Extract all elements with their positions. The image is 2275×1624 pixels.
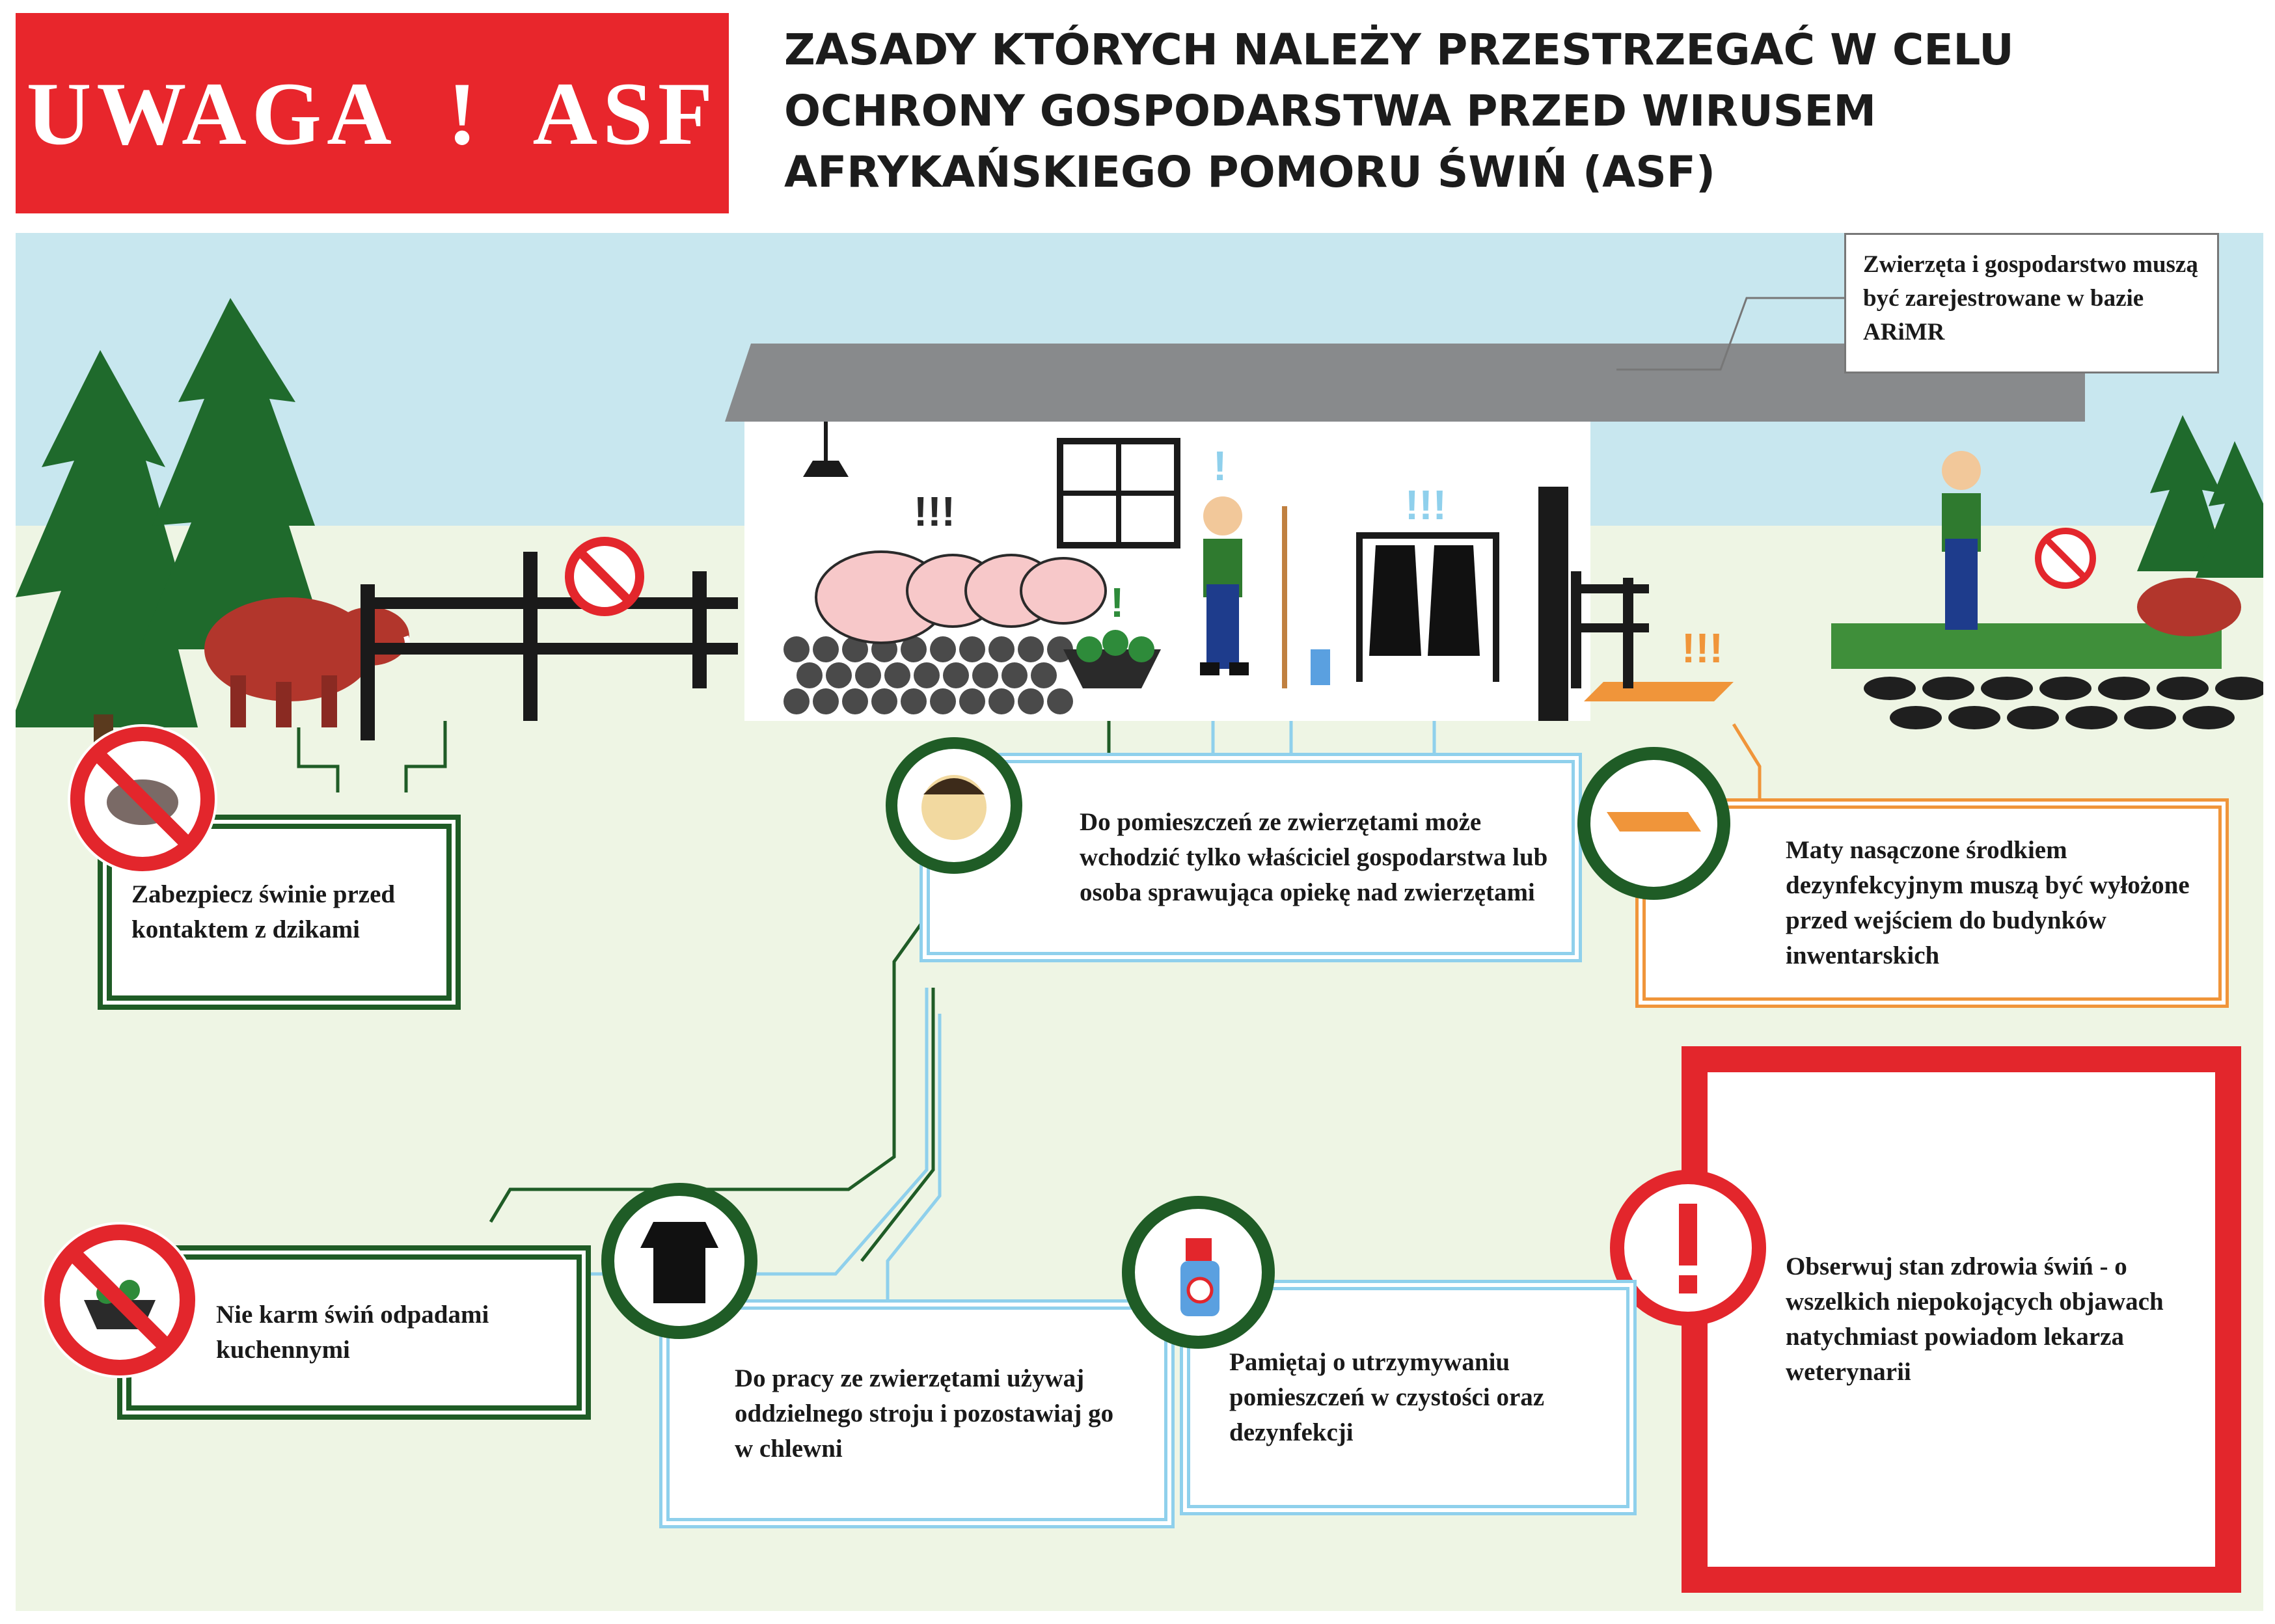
no-kitchen-waste-icon	[42, 1222, 198, 1378]
farmer-mark: !	[1213, 442, 1227, 489]
pigs	[815, 550, 1107, 644]
rule-mats-text: Maty nasączone środkiem dezynfekcyjnym m…	[1786, 836, 2190, 969]
no-entry-sign-fence	[565, 537, 644, 616]
mat-mark: !!!	[1682, 625, 1723, 671]
clothes-rack	[1356, 532, 1499, 682]
apron-icon	[601, 1183, 757, 1339]
registration-text: Zwierzęta i gospodarstwo muszą być zarej…	[1863, 251, 2198, 345]
farm-scene: !!! ! ! !!! !!! Zwierzęta i gospodarstwo…	[16, 233, 2263, 1611]
registration-callout: Zwierzęta i gospodarstwo muszą być zarej…	[1844, 233, 2219, 373]
rule-cleanliness: Pamiętaj o utrzymywaniu pomieszczeń w cz…	[1187, 1287, 1629, 1508]
rule-kitchen-waste: Nie karm świń odpadami kuchennymi	[126, 1254, 582, 1411]
no-wild-boar-icon	[68, 724, 217, 874]
worker-face-icon	[886, 737, 1022, 874]
disinfection-mat	[1584, 682, 1734, 701]
rule-wild-boars-text: Zabezpiecz świnie przed kontaktem z dzik…	[131, 880, 396, 943]
rule-mats: Maty nasączone środkiem dezynfekcyjnym m…	[1642, 805, 2222, 1001]
exclamation-icon	[1610, 1170, 1766, 1326]
rule-clothing: Do pracy ze zwierzętami używaj oddzielne…	[666, 1306, 1167, 1521]
feed-mark: !	[1110, 579, 1124, 626]
right-side-scene	[1831, 415, 2263, 729]
clothes-mark: !!!	[1405, 481, 1447, 528]
rule-clothing-text: Do pracy ze zwierzętami używaj oddzielne…	[735, 1364, 1114, 1463]
farm-building	[725, 344, 2085, 721]
rule-health-text: Obserwuj stan zdrowia świń - o wszelkich…	[1786, 1252, 2164, 1386]
rule-health: Obserwuj stan zdrowia świń - o wszelkich…	[1682, 1046, 2241, 1593]
pine-trees-left	[16, 298, 328, 753]
fence-left	[361, 552, 738, 740]
disinfectant-spray-icon	[1122, 1196, 1275, 1349]
farmer-figure	[1200, 496, 1249, 675]
wild-boar-left	[204, 597, 410, 727]
pigs-mark: !!!	[914, 488, 955, 535]
rule-access: Do pomieszczeń ze zwierzętami może wchod…	[927, 760, 1575, 955]
page-title: ZASADY KTÓRYCH NALEŻY PRZESTRZEGAĆ W CEL…	[784, 25, 2014, 197]
title-banner: UWAGA ! ASF	[16, 13, 729, 213]
rule-kitchen-waste-text: Nie karm świń odpadami kuchennymi	[216, 1301, 489, 1364]
rule-cleanliness-text: Pamiętaj o utrzymywaniu pomieszczeń w cz…	[1229, 1348, 1545, 1446]
disinfection-mat-icon	[1577, 747, 1730, 900]
rule-access-text: Do pomieszczeń ze zwierzętami może wchod…	[1080, 808, 1548, 906]
feed-trough	[1063, 630, 1161, 688]
fence-right	[1571, 571, 1649, 688]
banner-text: UWAGA ! ASF	[26, 63, 718, 163]
